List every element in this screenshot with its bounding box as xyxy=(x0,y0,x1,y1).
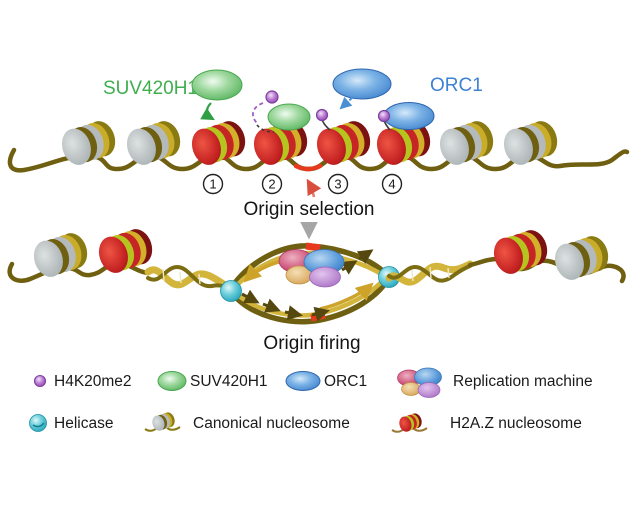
orc1-recruitment-arrow xyxy=(339,96,354,110)
replication-machine-icon xyxy=(397,367,442,398)
legend-label-replication-machine: Replication machine xyxy=(453,373,593,390)
legend-item-h2az-nucleosome: H2A.Z nucleosome xyxy=(391,411,582,434)
selected-origin-arrow xyxy=(306,178,322,198)
suv420h1-enzyme-oval xyxy=(191,69,243,101)
legend-label-suv420h1: SUV420H1 xyxy=(190,373,268,390)
legend-label-h2az-nucleosome: H2A.Z nucleosome xyxy=(450,415,582,432)
legend-item-replication-machine: Replication machine xyxy=(397,367,593,398)
canonical-nucleosome xyxy=(57,116,120,169)
origin-site-mark-bubble-top xyxy=(305,242,321,252)
canonical-nucleosome xyxy=(550,231,613,284)
replication-machine xyxy=(278,249,345,288)
dna-twist-left xyxy=(144,265,235,293)
suv420h1-label: SUV420H1 xyxy=(103,78,198,99)
legend-item-suv420h1: SUV420H1 xyxy=(157,371,268,391)
step-number: 4 xyxy=(388,177,395,192)
legend-label-orc1: ORC1 xyxy=(324,373,367,390)
h4k20me2-mark xyxy=(377,109,391,123)
legend-item-h4k20me2: H4K20me2 xyxy=(33,373,132,390)
h2az-nucleosome-3 xyxy=(312,116,375,169)
h2az-nucleosome xyxy=(489,225,552,278)
origin-firing-caption: Origin firing xyxy=(263,333,360,354)
legend: H4K20me2 SUV420H1 ORC1 Replication machi… xyxy=(29,367,593,434)
legend-label-h4k20me2: H4K20me2 xyxy=(54,373,132,390)
origin-selection-caption: Origin selection xyxy=(244,199,375,220)
step-circle-1: 1 xyxy=(202,173,224,195)
suv420h1-icon xyxy=(157,371,187,391)
h2az-nucleosome-1 xyxy=(187,116,250,169)
legend-label-canonical-nucleosome: Canonical nucleosome xyxy=(193,415,350,432)
canonical-nucleosome xyxy=(435,116,498,169)
canonical-nucleosome xyxy=(122,116,185,169)
origin-site-mark-top xyxy=(293,163,323,172)
methylation-dashed-arc-dark xyxy=(256,124,275,133)
step-number: 2 xyxy=(268,177,275,192)
top-chromatin-row: SUV420H1 ORC1 xyxy=(7,68,630,173)
step-circle-3: 3 xyxy=(327,173,349,195)
orc1-icon xyxy=(285,371,321,391)
origin-selection-annotation: 1 2 3 4 Origin selection xyxy=(202,173,403,240)
suv420h1-binding-arrow xyxy=(200,102,215,121)
step-circle-4: 4 xyxy=(381,173,403,195)
h4k20me2-mark xyxy=(265,90,279,104)
canonical-nucleosome xyxy=(499,116,562,169)
step-number: 3 xyxy=(334,177,341,192)
orc1-label: ORC1 xyxy=(430,75,483,96)
methylation-dashed-arc xyxy=(252,102,264,124)
suv420h1-bound-oval xyxy=(267,103,311,131)
step-number: 1 xyxy=(209,177,216,192)
legend-item-canonical-nucleosome: Canonical nucleosome xyxy=(144,410,350,433)
helicase-icon-swirl xyxy=(32,422,45,428)
h4k20me2-mark xyxy=(315,108,329,122)
helicase-left xyxy=(220,280,242,302)
replication-bubble-row: Origin firing xyxy=(7,224,626,354)
helicase-icon xyxy=(29,414,47,432)
dna-twist-right xyxy=(385,260,474,286)
orc1-protein-oval xyxy=(332,68,392,100)
h4k20me2-icon xyxy=(33,374,47,388)
orc1-bound-oval xyxy=(383,102,435,130)
legend-item-helicase: Helicase xyxy=(29,414,113,432)
legend-item-orc1: ORC1 xyxy=(285,371,367,391)
lagging-strand-arrows xyxy=(241,249,374,322)
step-circle-2: 2 xyxy=(261,173,283,195)
legend-label-helicase: Helicase xyxy=(54,415,113,432)
